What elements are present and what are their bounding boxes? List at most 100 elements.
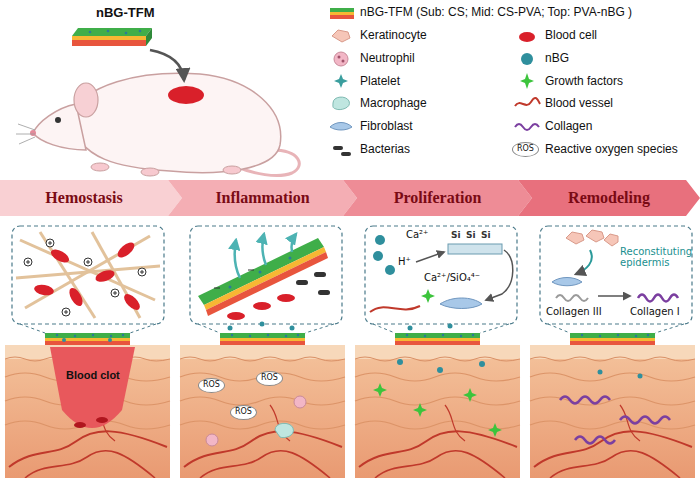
ion-exchange — [375, 235, 385, 245]
illustration — [530, 333, 695, 478]
membrane-icon — [146, 28, 152, 46]
epidermis-collagen — [552, 278, 582, 286]
mouse-figure — [18, 124, 35, 130]
membrane-slab — [198, 234, 330, 320]
growth-factors — [373, 383, 387, 397]
annotation-label: Blood clot — [66, 369, 120, 381]
fiber-network — [88, 260, 89, 264]
epidermis-collagen — [556, 295, 588, 301]
growth-factors — [448, 324, 453, 329]
growth-factors — [413, 403, 427, 417]
stage-arrow: Inflammation — [168, 180, 357, 216]
inset-frame — [130, 324, 156, 333]
inset-frame — [365, 226, 517, 324]
inflammation-cells — [260, 322, 265, 327]
fiber-network — [16, 266, 160, 278]
fiber-network — [67, 286, 86, 308]
fiber-network — [121, 291, 142, 312]
fiber-network — [142, 270, 143, 274]
stage-label: Remodeling — [568, 189, 650, 207]
ion-exchange — [385, 265, 395, 275]
membrane-slab — [259, 271, 262, 274]
annotation-label: Si — [466, 231, 476, 241]
fiber-network — [46, 239, 54, 247]
growth-factors — [488, 423, 502, 437]
collagen-fibers — [560, 397, 610, 404]
annotation-label: Si — [481, 231, 491, 241]
membrane-slab — [289, 257, 292, 260]
fiber-network — [16, 232, 160, 318]
mouse-figure — [16, 134, 35, 135]
legend-icon — [341, 152, 351, 156]
blood-clot — [50, 338, 135, 428]
growth-factors — [373, 324, 502, 438]
mouse-figure — [74, 83, 98, 117]
stage-arrow: Remodeling — [518, 180, 700, 216]
legend-icon — [338, 56, 341, 59]
fiber-network — [115, 291, 116, 295]
legend-icon — [515, 124, 539, 130]
fiber-network — [50, 241, 51, 245]
legend-text: Bacterias — [360, 143, 410, 156]
ion-exchange — [421, 289, 435, 303]
legend-text: Platelet — [360, 75, 400, 88]
legend-icon — [342, 60, 345, 63]
annotation-label: Si — [451, 231, 461, 241]
legend-icon — [519, 32, 535, 42]
membrane-slab — [262, 234, 266, 265]
annotation-label: Ca²⁺/SiO₄⁴⁻ — [424, 272, 480, 283]
fiber-network — [28, 260, 29, 264]
legend-text: Reactive oxygen species — [545, 143, 678, 156]
inflammation-cells — [275, 423, 293, 437]
legend-text: Growth factors — [545, 75, 623, 88]
legend-icon — [520, 73, 534, 89]
legend-icon — [334, 52, 348, 66]
legend-icon — [330, 15, 354, 19]
growth-factors — [397, 359, 403, 365]
legend-text: Macrophage — [360, 97, 427, 110]
membrane-icon — [107, 30, 110, 33]
blood-clot — [96, 417, 108, 423]
ion-exchange — [370, 306, 420, 312]
annotation-label: Collagen III — [546, 306, 602, 317]
epidermis-collagen — [586, 230, 604, 242]
legend-text: Keratinocyte — [360, 29, 427, 42]
growth-factors — [408, 326, 413, 331]
legend-icon — [333, 97, 350, 110]
membrane-slab — [314, 272, 326, 277]
stage-label: Hemostasis — [45, 189, 122, 207]
ion-exchange — [440, 298, 482, 309]
legend-icon — [333, 146, 343, 150]
membrane-icon — [72, 36, 146, 40]
inflammation-cells — [294, 396, 306, 408]
inset-frame — [540, 226, 692, 324]
membrane-slab — [277, 294, 295, 302]
mouse-figure — [91, 163, 109, 171]
legend-text: nBG-TFM (Sub: CS; Mid: CS-PVA; Top: PVA-… — [360, 6, 632, 19]
collagen-fibers — [598, 370, 603, 375]
ion-exchange — [448, 244, 502, 254]
chevron-shape — [168, 180, 357, 216]
ion-exchange — [370, 235, 513, 312]
mouse-figure — [16, 73, 299, 176]
epidermis-collagen — [638, 295, 678, 302]
inset-frame — [480, 324, 509, 333]
legend-text: nBG — [545, 52, 569, 65]
membrane-icon — [72, 40, 146, 46]
collagen-fibers — [560, 370, 670, 444]
inset-frame — [198, 324, 220, 333]
mouse-figure — [168, 86, 204, 104]
inflammation-cells — [206, 434, 218, 446]
epidermis-collagen — [576, 250, 592, 274]
membrane-slab — [292, 234, 297, 252]
membrane-icon — [125, 32, 128, 35]
membrane-slab — [296, 280, 308, 285]
legend-icon — [515, 98, 540, 106]
mouse-figure — [70, 73, 281, 172]
growth-factors — [437, 367, 443, 373]
membrane-slab — [235, 240, 240, 278]
epidermis-collagen — [598, 295, 630, 297]
membrane-icon — [72, 28, 184, 80]
